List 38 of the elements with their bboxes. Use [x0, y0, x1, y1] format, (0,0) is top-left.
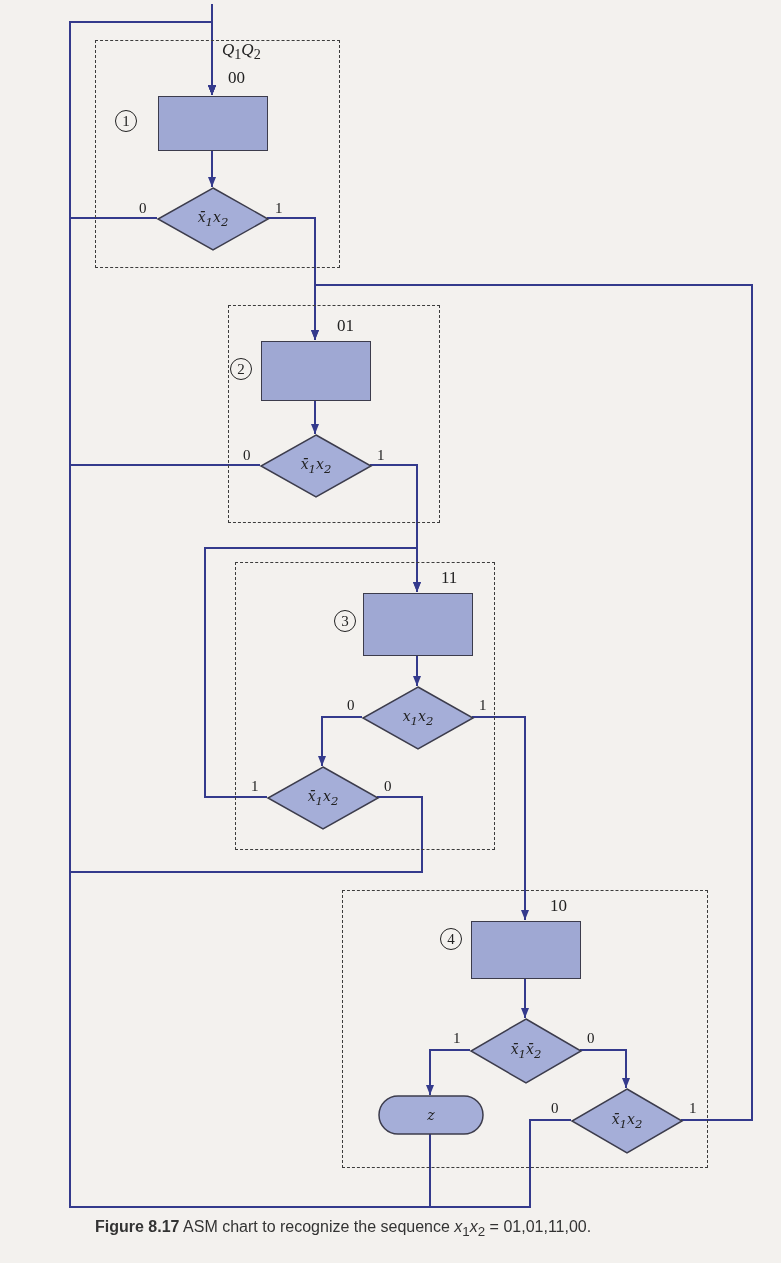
state-code: 10 — [550, 896, 567, 916]
asm-block-outline — [228, 305, 440, 523]
connector-arrow — [471, 716, 529, 921]
state-code: 11 — [441, 568, 458, 588]
decision-diamond — [261, 435, 371, 497]
condition-text: x̄$_{1}$x$_{2}$ — [300, 456, 332, 476]
connector-arrow — [311, 399, 319, 435]
connector-arrow — [413, 654, 421, 687]
condition-text: x̄$_{1}$x̄$_{2}$ — [510, 1041, 542, 1061]
connector-arrow — [204, 547, 421, 798]
connector-arrow — [579, 1049, 630, 1089]
state-box — [471, 921, 581, 979]
state-box — [261, 341, 371, 401]
connector-arrow — [69, 21, 572, 1208]
state-box — [158, 96, 268, 151]
connector-arrow — [311, 284, 753, 1121]
figure-caption: Figure 8.17 ASM chart to recognize the sequence x$_{1}$x$_{2}$ = 01,01,11,00. — [95, 1218, 592, 1240]
state-code: 01 — [337, 316, 354, 336]
condition-text: x̄$_{1}$x$_{2}$ — [611, 1111, 643, 1131]
state-variables-label: Q$_{1}$Q$_{2}$ — [222, 40, 261, 64]
connector-arrow — [426, 1049, 471, 1096]
decision-diamond — [268, 767, 378, 829]
connector-arrow — [521, 977, 529, 1019]
state-code: 00 — [228, 68, 245, 88]
asm-block-outline — [235, 562, 495, 850]
decision-diamond — [363, 687, 473, 749]
asm-block-outline — [342, 890, 708, 1168]
condition-text: x̄$_{1}$x$_{2}$ — [197, 209, 229, 229]
condition-text: x̄$_{1}$x$_{2}$ — [307, 788, 339, 808]
decision-diamond — [158, 188, 268, 250]
condition-text: x$_{1}$x$_{2}$ — [402, 708, 434, 728]
connector-arrow — [208, 149, 216, 188]
decision-diamond — [471, 1019, 581, 1083]
connector-arrow — [318, 716, 363, 767]
asm-block-outline — [95, 40, 340, 268]
decision-diamond — [572, 1089, 682, 1153]
condition-text: z — [427, 1107, 435, 1123]
state-box — [363, 593, 473, 656]
